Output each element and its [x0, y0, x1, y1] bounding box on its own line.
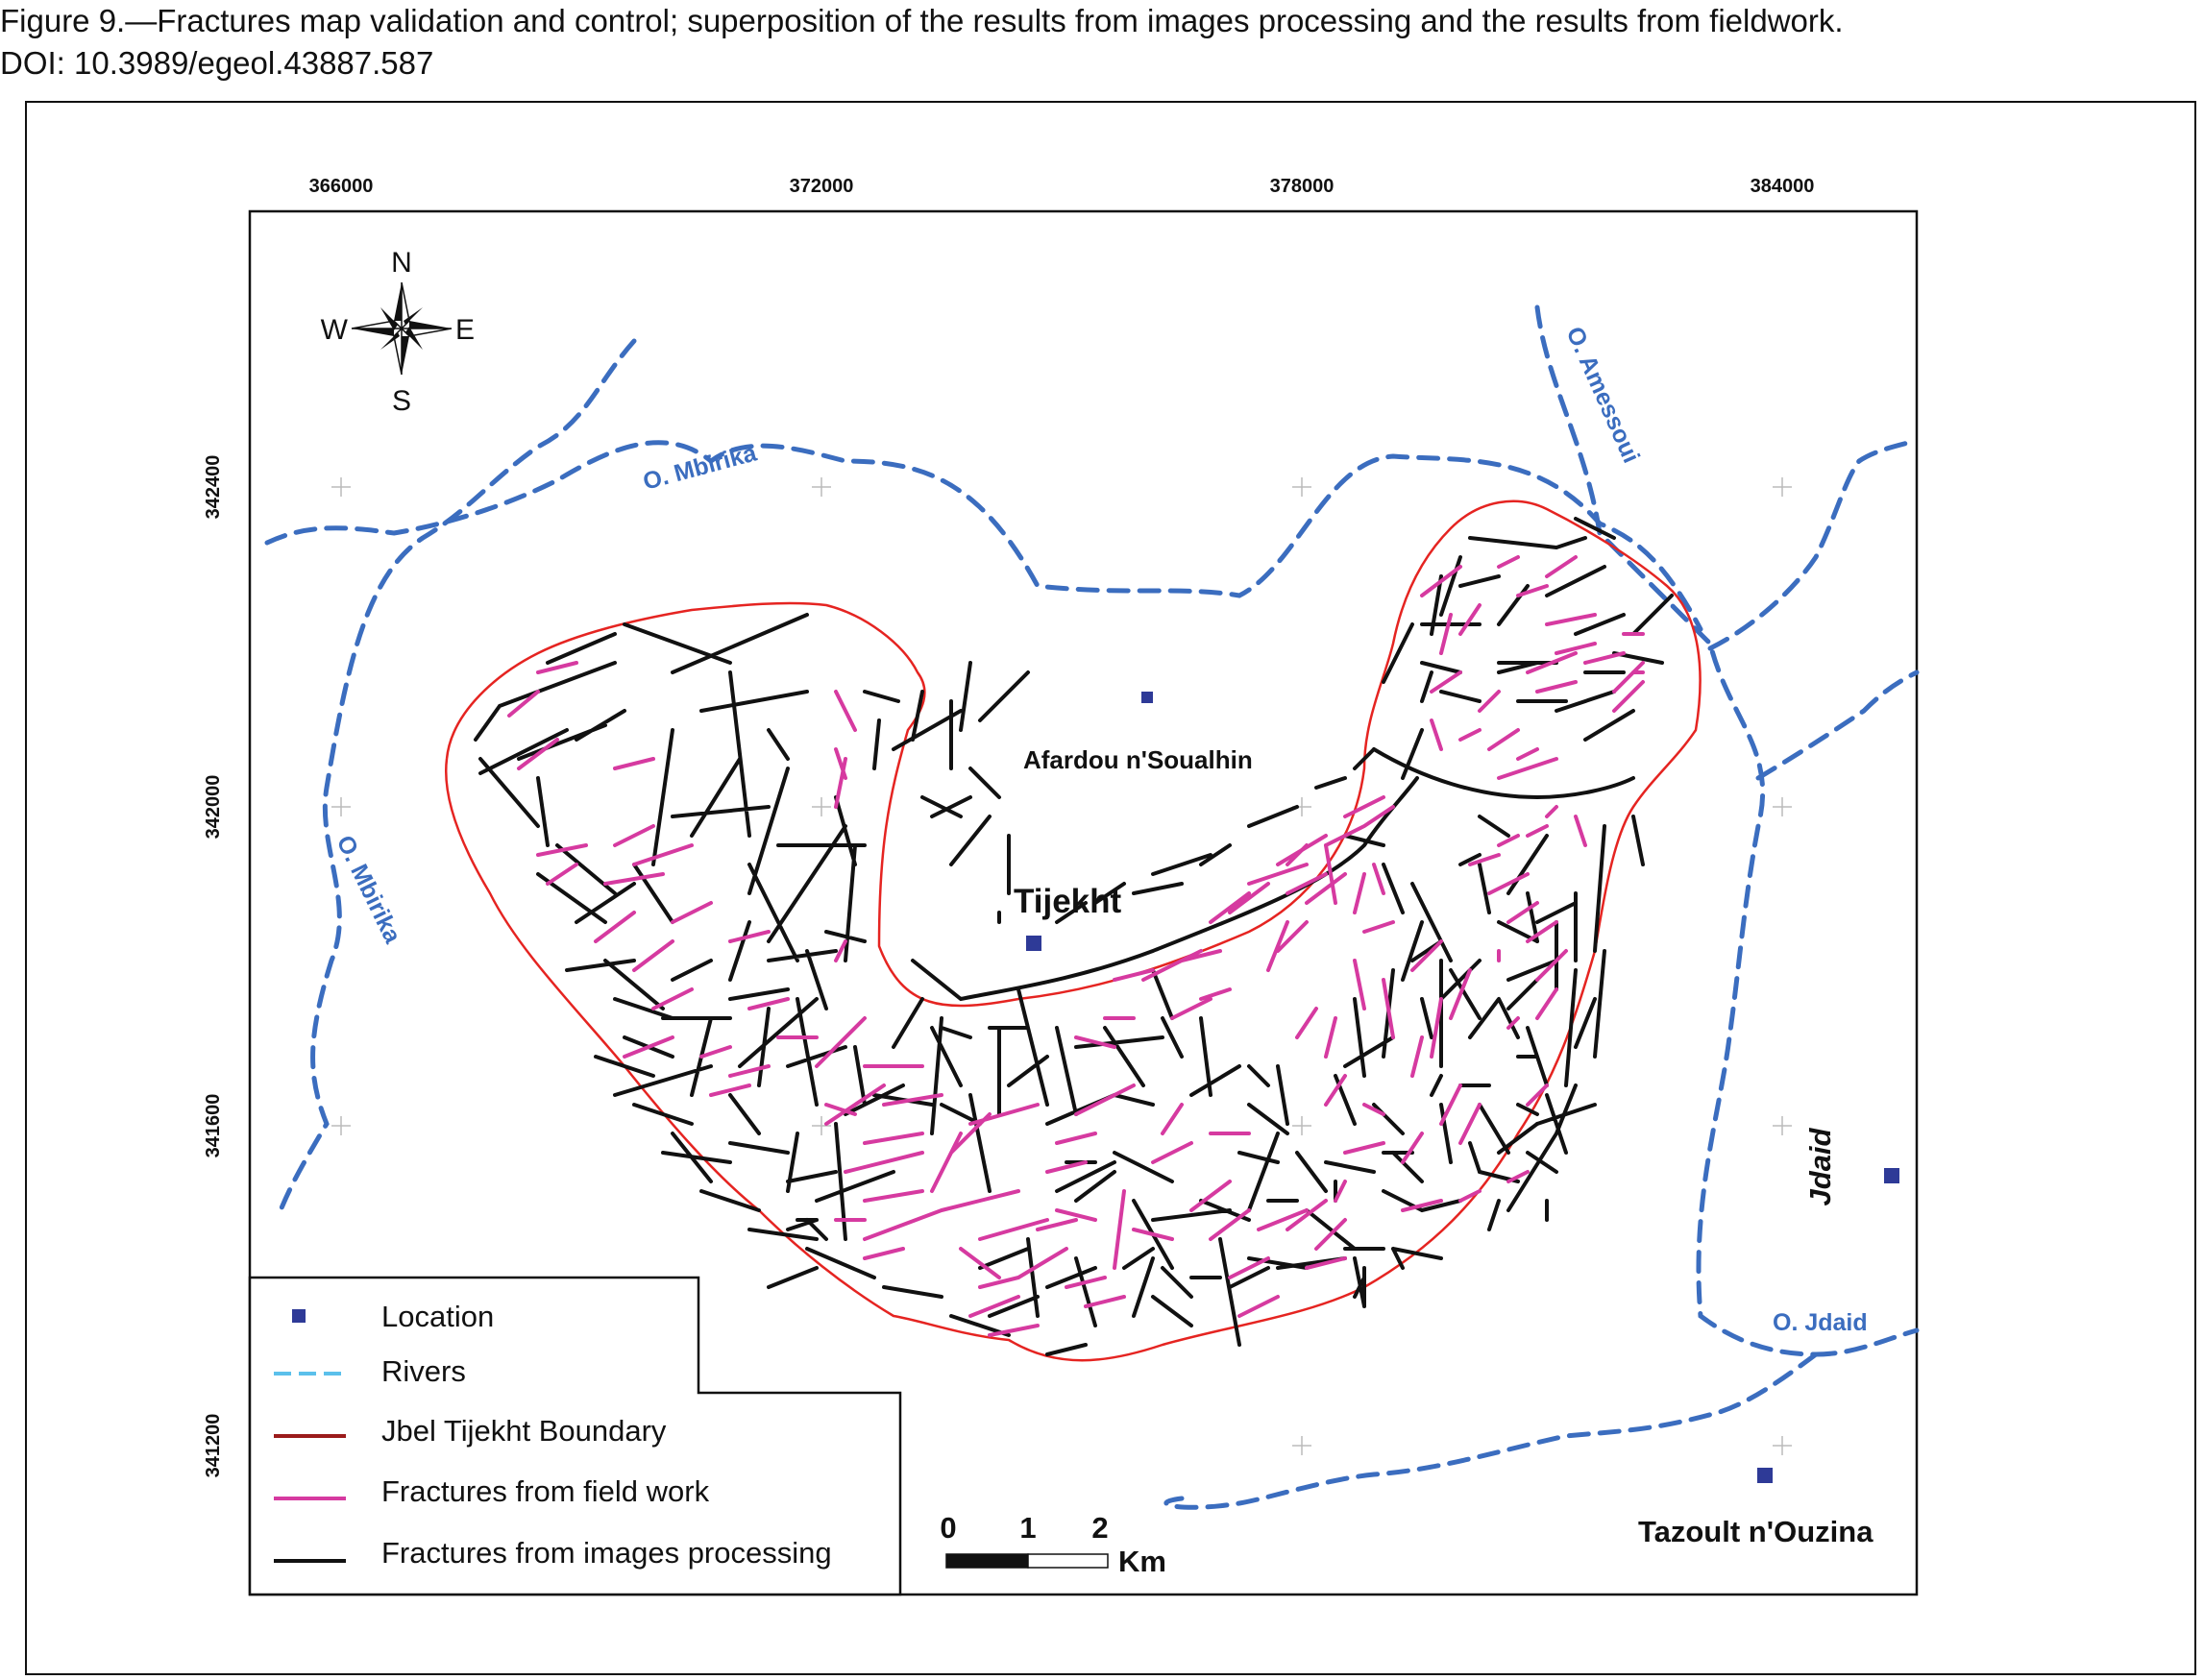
river-label-jdaid: O. Jdaid [1773, 1309, 1868, 1336]
x-tick-label: 378000 [1270, 176, 1335, 197]
river-mbirika-west [276, 338, 637, 1218]
legend-images-label: Fractures from images processing [381, 1536, 832, 1570]
label-tijekht: Tijekht [1014, 883, 1122, 920]
y-tick-label: 342000 [203, 775, 224, 840]
x-tick-label: 372000 [790, 176, 854, 197]
location-tijekht [1026, 936, 1041, 951]
scale-tick-2: 2 [1091, 1511, 1108, 1545]
location-jdaid [1884, 1168, 1899, 1183]
legend-field-label: Fractures from field work [381, 1474, 710, 1508]
location-markers [1026, 692, 1899, 1483]
caption-line-1: Figure 9.—Fractures map validation and c… [0, 3, 1844, 38]
y-tick-label: 342400 [203, 455, 224, 520]
fractures-field-layer [507, 555, 1645, 1337]
legend-location-swatch [292, 1309, 306, 1323]
scale-unit: Km [1118, 1545, 1166, 1578]
x-tick-label: 384000 [1751, 176, 1815, 197]
legend-box [248, 1276, 902, 1596]
compass-w: W [321, 314, 349, 346]
label-jdaid: Jdaid [1803, 1127, 1837, 1205]
legend-boundary-label: Jbel Tijekht Boundary [381, 1414, 667, 1448]
y-tick-label: 341600 [203, 1094, 224, 1158]
scale-tick-0: 0 [940, 1511, 956, 1545]
legend-location-label: Location [381, 1300, 494, 1333]
fractures-images-layer [474, 517, 1674, 1356]
legend-rivers-label: Rivers [381, 1354, 466, 1388]
river-east-middle [1755, 670, 1920, 781]
label-tazoult: Tazoult n'Ouzina [1638, 1515, 1873, 1548]
river-jdaid [1163, 1327, 1920, 1510]
jbel-tijekht-boundary [445, 499, 1702, 1362]
scale-bar-black [945, 1553, 1029, 1569]
figure-caption: Figure 9.—Fractures map validation and c… [0, 0, 2204, 85]
caption-line-2: DOI: 10.3989/egeol.43887.587 [0, 45, 434, 81]
location-afardou [1141, 692, 1153, 703]
compass-rose [351, 281, 453, 376]
river-mbirika-north [264, 440, 1703, 632]
label-afardou: Afardou n'Soualhin [1023, 745, 1253, 774]
river-east-upper [1707, 439, 1915, 651]
compass-e: E [455, 314, 475, 346]
x-tick-label: 366000 [309, 176, 374, 197]
compass-s: S [392, 385, 411, 417]
compass-n: N [391, 247, 412, 279]
outer-frame [25, 101, 2196, 1675]
location-tazoult [1757, 1468, 1773, 1483]
y-tick-label: 341200 [203, 1414, 224, 1478]
scale-tick-1: 1 [1019, 1511, 1036, 1545]
scale-bar-white [1027, 1553, 1109, 1569]
